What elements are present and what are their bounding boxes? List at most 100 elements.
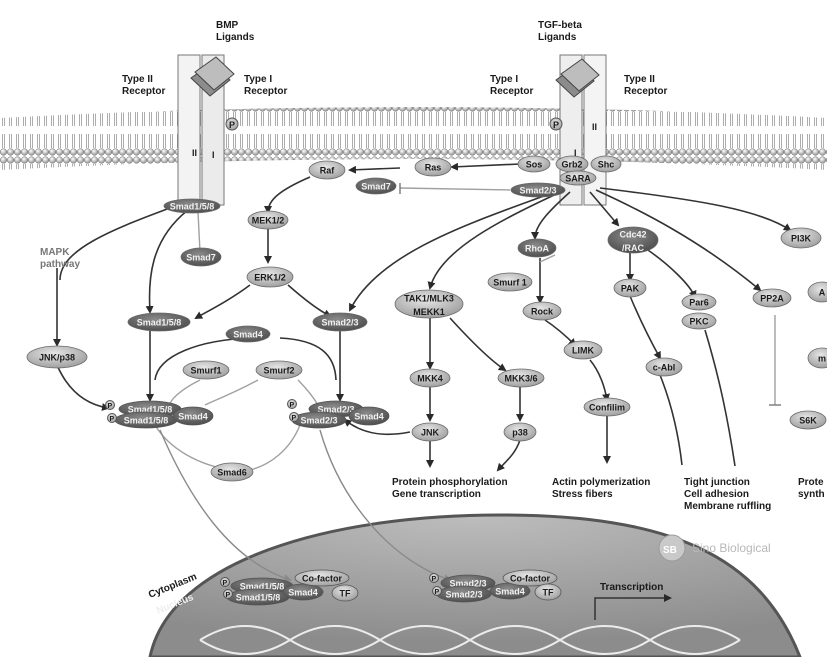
stress-fibers-label: Stress fibers bbox=[552, 489, 613, 500]
outcome-labels: Protein phosphorylation Gene transcripti… bbox=[392, 477, 825, 512]
smad2-3-sara-node: Smad2/3 bbox=[510, 182, 566, 198]
mapk-pathway-label: MAPK pathway bbox=[40, 247, 80, 270]
inhibition-lines bbox=[154, 183, 781, 582]
sos-node: Sos bbox=[517, 155, 551, 173]
gene-transcription-label: Gene transcription bbox=[392, 489, 481, 500]
left-nuclear-complex-member-label-3: Co-factor bbox=[302, 574, 342, 584]
smad7-left-label: Smad7 bbox=[186, 253, 216, 263]
raf-label: Raf bbox=[320, 166, 336, 176]
left-cyto-complex-member-label-2: Smad4 bbox=[178, 412, 208, 422]
right-nuclear-complex-member-label-3: Co-factor bbox=[510, 574, 550, 584]
p38-label: p38 bbox=[512, 428, 528, 438]
tgf-beta-ligands-label-2: Ligands bbox=[538, 32, 577, 43]
right-nuclear-complex-member-label-2: Smad4 bbox=[495, 587, 525, 597]
right-nuclear-complex-member-label-1: Smad2/3 bbox=[445, 590, 482, 600]
pi3k-node: PI3K bbox=[780, 227, 822, 249]
left-nuclear-complex-phospho-0 bbox=[220, 577, 230, 587]
ras-label: Ras bbox=[425, 163, 442, 173]
ligand-labels: BMP Ligands TGF-beta Ligands bbox=[216, 20, 582, 43]
left-cyto-complex-member-label-0: Smad1/5/8 bbox=[128, 405, 173, 415]
pak-node: PAK bbox=[613, 278, 647, 298]
left-nuclear-complex-member-label-4: TF bbox=[340, 589, 351, 599]
limk-label: LIMK bbox=[572, 346, 594, 356]
pak-label: PAK bbox=[621, 284, 640, 294]
right-nuclear-complex-phospho-label-0: P bbox=[432, 576, 437, 583]
smad2-3-sara-label: Smad2/3 bbox=[519, 186, 556, 196]
left-nuclear-complex-member-label-1: Smad1/5/8 bbox=[236, 593, 281, 603]
ras-node: Ras bbox=[414, 157, 452, 177]
transcription-arrow bbox=[594, 594, 672, 620]
erk1-2-label: ERK1/2 bbox=[254, 273, 286, 283]
right-type2-receptor-label-1: Type II bbox=[624, 74, 655, 85]
right-receptor-roman-i: I bbox=[574, 148, 577, 158]
akt-partial-node: A bbox=[807, 281, 827, 303]
bmp-ligands-label-1: BMP bbox=[216, 20, 239, 31]
brand-name: Sino Biological bbox=[692, 541, 771, 555]
smurf2-label: Smurf2 bbox=[263, 366, 294, 376]
rock-node: Rock bbox=[522, 301, 562, 321]
right-type1-receptor-label-1: Type I bbox=[490, 74, 518, 85]
cofilin-node: Confilim bbox=[583, 397, 631, 417]
right-cyto-complex-phospho-label-1: P bbox=[292, 415, 297, 422]
pkc-node: PKC bbox=[681, 312, 717, 330]
left-nuclear-complex-member-label-0: Smad1/5/8 bbox=[240, 582, 285, 592]
cell-adhesion-label: Cell adhesion bbox=[684, 489, 749, 500]
par6-label: Par6 bbox=[689, 298, 709, 308]
left-receptor-roman-ii: II bbox=[192, 148, 197, 158]
left-nuclear-complex-member-3 bbox=[294, 569, 350, 587]
cdc42-rac-node: Cdc42 bbox=[607, 226, 659, 254]
left-nuclear-complex-member-label-2: Smad4 bbox=[288, 588, 318, 598]
tak1-mekk1-label: MEKK1 bbox=[413, 307, 445, 317]
protein-synthesis-label-1: Prote bbox=[798, 477, 824, 488]
mkk4-label: MKK4 bbox=[417, 374, 443, 384]
left-cyto-complex-phospho-1 bbox=[107, 413, 117, 423]
right-type2-receptor-label-2: Receptor bbox=[624, 86, 667, 97]
right-cyto-complex-member-label-2: Smad4 bbox=[354, 412, 384, 422]
protein-phosphorylation-label: Protein phosphorylation bbox=[392, 477, 508, 488]
jnk-p38-node: JNK/p38 bbox=[26, 345, 88, 369]
bmp-receptor-complex bbox=[177, 54, 235, 206]
tak1-mlk3-node: TAK1/MLK3 bbox=[394, 289, 464, 319]
logo-letters: SB bbox=[663, 545, 677, 556]
left-type1-receptor-label-1: Type I bbox=[244, 74, 272, 85]
right-nuclear-complex-member-label-4: TF bbox=[543, 588, 554, 598]
smad6-label: Smad6 bbox=[217, 468, 247, 478]
smad4-mid-label: Smad4 bbox=[233, 330, 263, 340]
akt-partial-label: A bbox=[819, 288, 826, 298]
grb2-label: Grb2 bbox=[561, 160, 582, 170]
left-cyto-complex-phospho-label-0: P bbox=[108, 403, 113, 410]
phospho-label-right: P bbox=[553, 120, 559, 130]
erk1-2-node: ERK1/2 bbox=[246, 266, 294, 288]
phospho-markers: P P bbox=[225, 117, 563, 131]
left-cyto-complex-phospho-0 bbox=[105, 400, 115, 410]
right-cyto-complex-member-label-1: Smad2/3 bbox=[300, 416, 337, 426]
sos-label: Sos bbox=[526, 160, 543, 170]
left-type2-receptor-label-1: Type II bbox=[122, 74, 153, 85]
right-cyto-complex-member-2 bbox=[348, 406, 390, 426]
smad7-left-node: Smad7 bbox=[180, 247, 222, 267]
bmp-ligands-label-2: Ligands bbox=[216, 32, 255, 43]
right-cyto-complex-phospho-1 bbox=[289, 412, 299, 422]
s6k-label: S6K bbox=[799, 416, 817, 426]
tight-junction-label: Tight junction bbox=[684, 477, 750, 488]
actin-polymerization-label: Actin polymerization bbox=[552, 477, 650, 488]
pp2a-label: PP2A bbox=[760, 294, 784, 304]
m-partial-label: m bbox=[818, 354, 826, 364]
tak1-mlk3-label: TAK1/MLK3 bbox=[404, 294, 454, 304]
rhoa-label: RhoA bbox=[525, 244, 549, 254]
cdc42-rac-label-2: /RAC bbox=[622, 243, 644, 253]
smurf2-node: Smurf2 bbox=[255, 360, 303, 380]
smad2-3-mid-label: Smad2/3 bbox=[321, 318, 358, 328]
smad1-5-8-mid-label: Smad1/5/8 bbox=[137, 318, 182, 328]
pathway-arrows bbox=[53, 162, 792, 472]
c-abl-node: c-Abl bbox=[645, 357, 683, 377]
mapk-label-2: pathway bbox=[40, 259, 80, 270]
right-cyto-complex-phospho-0 bbox=[287, 399, 297, 409]
sara-node: SARA bbox=[559, 170, 597, 186]
c-abl-label: c-Abl bbox=[653, 363, 676, 373]
